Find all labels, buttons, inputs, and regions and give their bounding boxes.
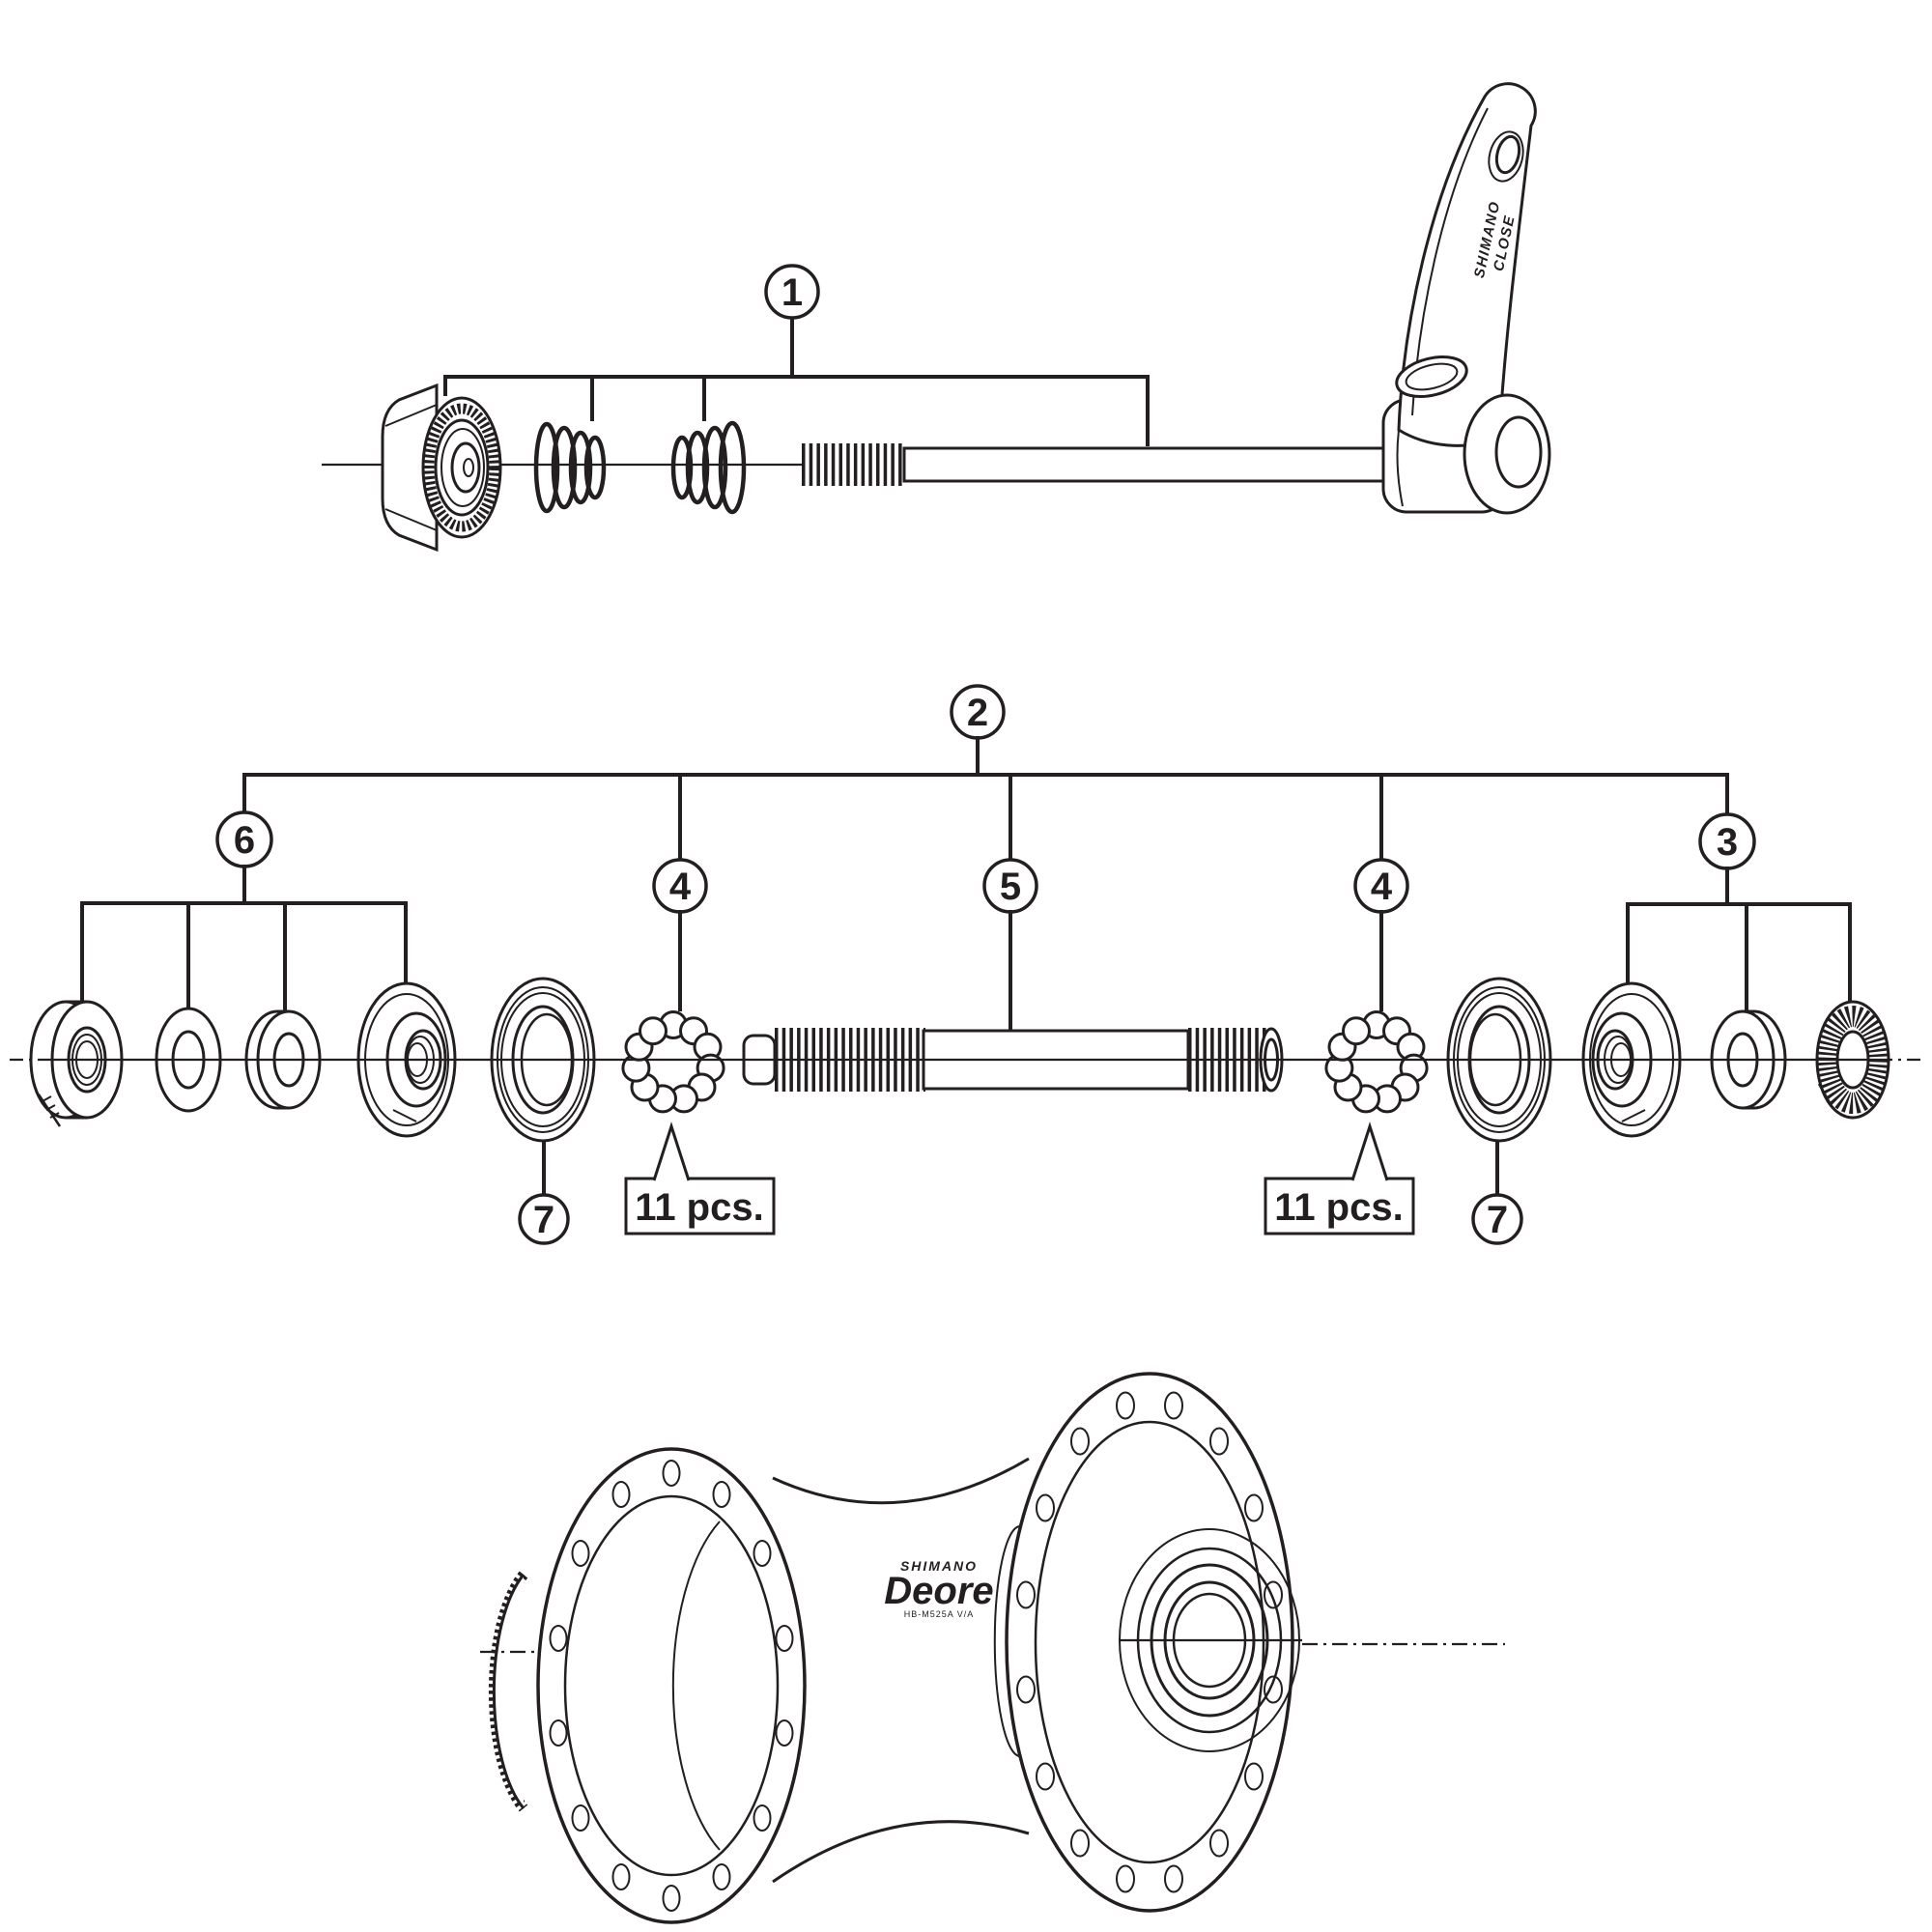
bearing-qty-right-text: 11 pcs. <box>1274 1186 1403 1229</box>
callout-7-right-number: 7 <box>1487 1199 1508 1241</box>
bearing-qty-left-pointer <box>652 1122 691 1181</box>
callout-1-bracket <box>443 375 1150 446</box>
callout-5-number: 5 <box>1000 866 1021 908</box>
hub-code-text: HB-M525A V/A <box>904 1609 975 1619</box>
axle-lock-nut <box>29 1000 124 1127</box>
callout-7-right: 7 <box>1471 1193 1523 1245</box>
ball-retainer-left <box>621 1010 725 1114</box>
callout-1-number: 1 <box>781 271 803 314</box>
callout-6: 6 <box>215 810 273 868</box>
callout-3: 3 <box>1698 812 1756 870</box>
callout-5: 5 <box>982 858 1038 914</box>
qr-lever-pivot-boss <box>1395 355 1468 398</box>
qr-adjusting-nut <box>381 383 502 553</box>
hub-right-spoke-holes <box>1016 1391 1283 1893</box>
qr-spring-right <box>670 420 747 515</box>
qr-nut-serration <box>423 403 500 532</box>
qr-lever-tip-hole <box>1494 134 1521 175</box>
callout-4-left: 4 <box>652 858 708 914</box>
bearing-qty-right-pointer <box>1350 1122 1389 1181</box>
hub-left-flange <box>536 1447 807 1924</box>
callout-2: 2 <box>950 684 1006 740</box>
hub-barrel <box>772 1457 1030 1884</box>
hub-model-text: Deore <box>884 1570 993 1612</box>
hub-left-serrated-end <box>488 1571 528 1812</box>
hub-right-flange <box>993 1372 1300 1913</box>
callout-4-right-number: 4 <box>1371 866 1393 908</box>
callout-4-right: 4 <box>1353 858 1409 914</box>
qr-lever: SHIMANO CLOSE <box>1381 82 1551 515</box>
callout-2-number: 2 <box>967 692 988 734</box>
qr-spring-left <box>533 421 607 514</box>
hub-left-spoke-holes <box>549 1460 794 1912</box>
bearing-qty-left-text: 11 pcs. <box>635 1186 763 1229</box>
hub-centerline <box>480 1638 1505 1654</box>
callout-6-number: 6 <box>234 819 255 862</box>
callout-7-left-number: 7 <box>533 1199 554 1241</box>
callout-6-bracket <box>80 901 408 1001</box>
qr-lever-cam-end <box>1463 393 1551 515</box>
callout-3-bracket <box>1626 902 1852 1002</box>
callout-4-left-number: 4 <box>669 866 692 908</box>
bearing-qty-right: 11 pcs. <box>1264 1122 1415 1236</box>
hub-branding: SHIMANO Deore HB-M525A V/A <box>884 1558 993 1619</box>
hub-shell: SHIMANO Deore HB-M525A V/A <box>480 1372 1505 1924</box>
ball-retainer-right <box>1324 1010 1429 1114</box>
qr-skewer-rod <box>802 443 1401 486</box>
callout-7-left: 7 <box>518 1193 570 1245</box>
bearing-qty-left: 11 pcs. <box>624 1122 776 1236</box>
hub-brand-text: SHIMANO <box>900 1558 978 1574</box>
hub-axle-assembly: 2 6 3 4 5 <box>10 684 1924 1245</box>
callout-3-number: 3 <box>1717 821 1738 864</box>
callout-1: 1 <box>764 264 820 320</box>
qr-skewer-assembly: 1 <box>322 82 1551 553</box>
